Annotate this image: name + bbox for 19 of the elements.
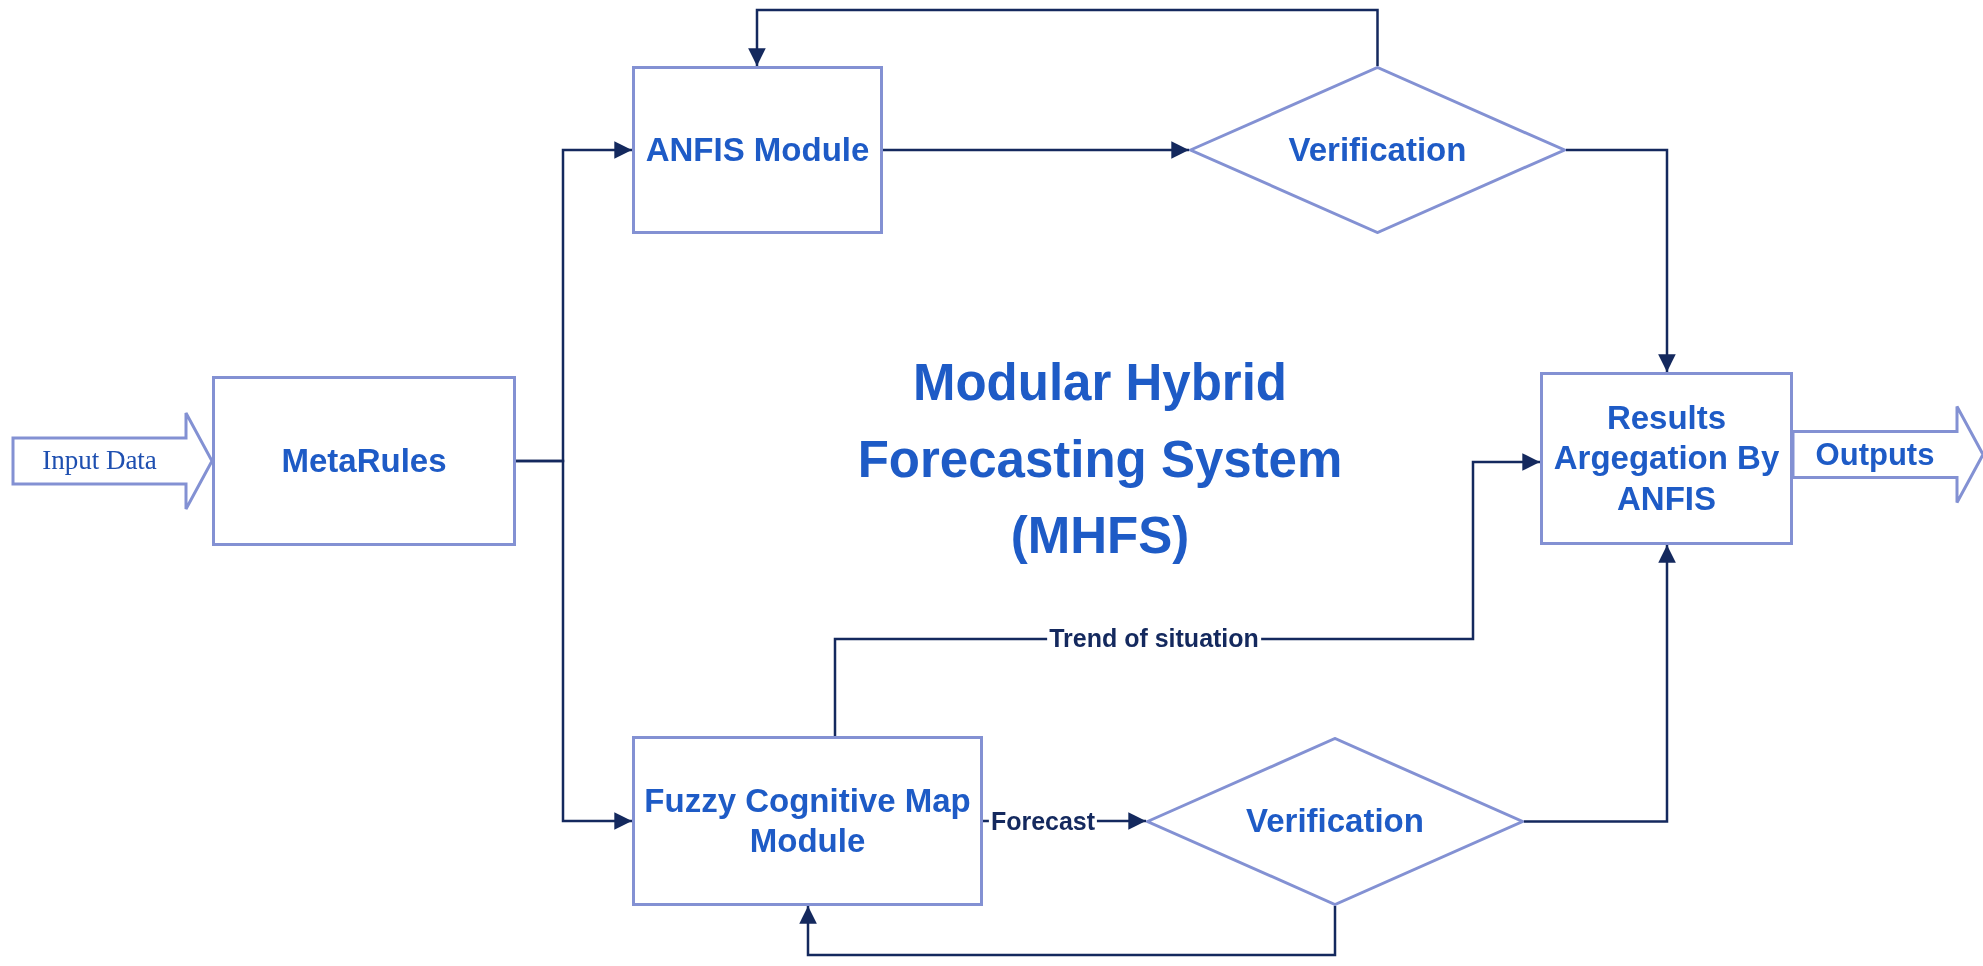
node-label: MetaRules xyxy=(280,440,448,481)
arrow xyxy=(883,141,1189,159)
diagram-title: Modular Hybrid Forecasting System (MHFS) xyxy=(856,353,1344,566)
arrow xyxy=(516,459,632,830)
decision-diamond xyxy=(1189,66,1566,234)
node-label: Fuzzy Cognitive Map Module xyxy=(643,780,972,861)
process-box xyxy=(1540,372,1793,545)
process-box xyxy=(212,376,516,546)
decision-diamond xyxy=(1146,737,1524,906)
arrow xyxy=(799,906,1337,957)
process-box xyxy=(632,66,883,234)
process-box xyxy=(632,736,983,906)
arrow xyxy=(1524,545,1676,823)
node-label: Verification xyxy=(1245,801,1425,842)
arrow xyxy=(1566,148,1676,372)
arrow xyxy=(748,8,1379,66)
node-label: Verification xyxy=(1287,129,1468,170)
node-label: Results Argegation By ANFIS xyxy=(1552,398,1781,519)
node-label: ANFIS Module xyxy=(644,129,871,170)
